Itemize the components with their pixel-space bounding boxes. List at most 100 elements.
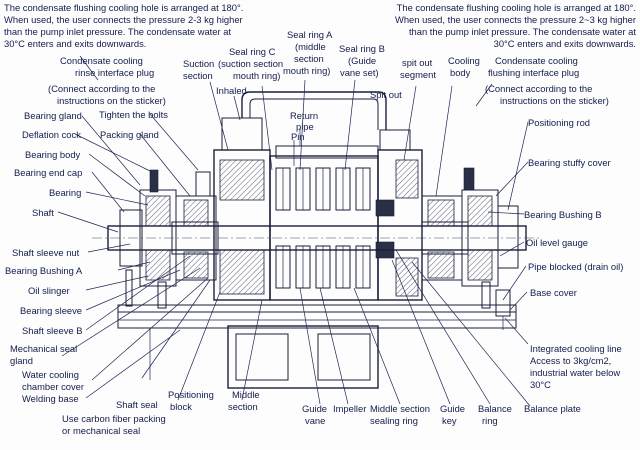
label-guide-vane-2: vane bbox=[305, 415, 325, 426]
leader-seal-ring-c bbox=[261, 85, 273, 171]
leader-bearing-gland bbox=[81, 115, 141, 186]
right-deflation-cock bbox=[463, 167, 475, 191]
label-bearing-body: Bearing body bbox=[25, 149, 81, 160]
right-bearing-hatch-top bbox=[467, 195, 493, 227]
leader-oil-level bbox=[499, 241, 525, 257]
leader-deflation-cock bbox=[74, 133, 153, 173]
leader-shaft bbox=[57, 211, 119, 233]
label-balance-ring-1: Balance bbox=[478, 403, 512, 414]
note-left-line-1: The condensate flushing cooling hole is … bbox=[4, 2, 243, 13]
right-seal-hatch-bottom bbox=[427, 251, 455, 279]
leader-bearing-bushing-a bbox=[117, 261, 151, 271]
leader-bearing-body bbox=[88, 153, 146, 197]
leader-impeller bbox=[319, 287, 349, 405]
leader-seal-ring-b bbox=[344, 79, 356, 171]
label-carbon-fiber-1: Use carbon fiber packing bbox=[62, 413, 166, 424]
leader-tighten-bolts bbox=[149, 113, 199, 171]
discharge-hatch-top bbox=[395, 159, 419, 199]
leader-balance-ring bbox=[395, 249, 491, 405]
left-foot-bolt bbox=[125, 269, 133, 307]
note-right: The condensate flushing cooling hole is … bbox=[395, 2, 636, 49]
leader-stuffy-cover bbox=[495, 161, 529, 197]
leader-lines bbox=[57, 55, 531, 407]
label-pin: Pin bbox=[291, 131, 305, 142]
note-left-line-4: 30°C enters and exits downwards. bbox=[4, 38, 146, 49]
leader-shaft-seal bbox=[141, 279, 211, 379]
note-right-line-3: than the pump inlet pressure. The conden… bbox=[409, 26, 636, 37]
label-bearing-gland: Bearing gland bbox=[24, 110, 82, 121]
label-carbon-fiber-2: or mechanical seal bbox=[62, 425, 140, 436]
label-rinse-plug-2: rinse interface plug bbox=[75, 67, 154, 78]
balance-disc-dark-top bbox=[375, 199, 395, 217]
suction-flange bbox=[221, 117, 263, 151]
label-water-cooling-2: chamber cover bbox=[22, 381, 84, 392]
note-right-line-2: When used, the user connects the pressur… bbox=[395, 14, 636, 25]
label-guide-key-1: Guide bbox=[440, 403, 465, 414]
label-seal-ring-a-4: mouth ring) bbox=[283, 65, 330, 76]
label-positioning-block-2: block bbox=[170, 401, 192, 412]
leader-mid-seal-ring bbox=[353, 287, 401, 405]
label-shaft-sleeve-b: Shaft sleeve B bbox=[22, 325, 82, 336]
pump-drawing bbox=[92, 91, 540, 389]
leader-guide-vane bbox=[299, 287, 321, 405]
base-window-right bbox=[317, 333, 371, 381]
label-connect-left-1: (Connect according to the bbox=[48, 83, 155, 94]
label-bearing-stuffy-cover: Bearing stuffy cover bbox=[528, 157, 611, 168]
leader-rinse-plug bbox=[79, 55, 99, 81]
label-pipe-blocked: Pipe blocked (drain oil) bbox=[528, 261, 623, 272]
leader-bearing-end-cap bbox=[91, 171, 125, 213]
label-base-cover: Base cover bbox=[530, 287, 577, 298]
leader-shaft-sleeve-b bbox=[85, 255, 191, 331]
label-cooling-body-2: body bbox=[450, 67, 471, 78]
label-mid-seal-ring-2: sealing ring bbox=[370, 415, 418, 426]
label-cooling-body-1: Cooling bbox=[448, 55, 480, 66]
label-seal-ring-a-1: Seal ring A bbox=[287, 29, 333, 40]
label-spit-out: Spit out bbox=[370, 89, 402, 100]
label-return-pipe-2: pipe bbox=[296, 121, 314, 132]
return-pipe-inner bbox=[249, 98, 379, 130]
label-flushing-plug-2: flushing interface plug bbox=[488, 67, 579, 78]
leader-positioning-block bbox=[177, 291, 221, 401]
right-stuffy-cover bbox=[497, 205, 519, 269]
note-left: The condensate flushing cooling hole is … bbox=[4, 2, 243, 49]
discharge-flange bbox=[379, 129, 411, 151]
label-suction-2: section bbox=[183, 70, 213, 81]
label-seal-ring-b-2: (Guide bbox=[348, 55, 376, 66]
label-seal-ring-a-2: (middle bbox=[295, 41, 326, 52]
middle-section-casing bbox=[269, 155, 379, 301]
base-top-rail bbox=[117, 304, 517, 313]
leader-suction bbox=[209, 81, 229, 151]
label-connect-left-2: instructions on the sticker) bbox=[57, 95, 166, 106]
discharge-hatch-bottom bbox=[395, 257, 419, 297]
left-seal-hatch-bottom bbox=[183, 251, 209, 279]
left-deflation-cock bbox=[149, 169, 159, 193]
label-return-pipe-1: Return bbox=[290, 110, 318, 121]
leader-bearing bbox=[85, 191, 149, 206]
leader-spit-out-segment bbox=[403, 85, 417, 161]
label-oil-slinger: Oil slinger bbox=[28, 285, 70, 296]
leader-pipe-blocked bbox=[502, 265, 527, 301]
label-seal-ring-b-3: vane set) bbox=[340, 67, 379, 78]
note-left-line-3: than the pump inlet pressure. The conden… bbox=[4, 26, 231, 37]
label-bearing-bushing-b: Bearing Bushing B bbox=[524, 209, 602, 220]
leader-shaft-sleeve-nut bbox=[87, 243, 131, 253]
label-packing-gland: Packing gland bbox=[100, 129, 159, 140]
label-flushing-plug-1: Condensate cooling bbox=[495, 55, 578, 66]
leader-mechanical-seal-gland bbox=[61, 267, 201, 357]
right-bearing-hatch-bottom bbox=[467, 249, 493, 281]
leader-inhaled bbox=[233, 95, 241, 121]
label-shaft: Shaft bbox=[32, 207, 54, 218]
labels-bottom: Shaft seal Use carbon fiber packing or m… bbox=[62, 389, 581, 436]
leader-middle-section bbox=[241, 299, 263, 401]
label-spit-out-segment-1: spit out bbox=[402, 57, 433, 68]
left-bearing-hatch-top bbox=[145, 195, 171, 227]
label-suction-1: Suction bbox=[183, 58, 214, 69]
label-shaft-sleeve-nut: Shaft sleeve nut bbox=[12, 247, 80, 258]
labels-left: Condensate cooling rinse interface plug … bbox=[5, 55, 168, 404]
leader-oil-slinger bbox=[85, 275, 149, 291]
suction-hatch-top bbox=[219, 159, 265, 201]
label-balance-plate: Balance plate bbox=[524, 403, 581, 414]
label-guide-key-2: key bbox=[442, 415, 457, 426]
